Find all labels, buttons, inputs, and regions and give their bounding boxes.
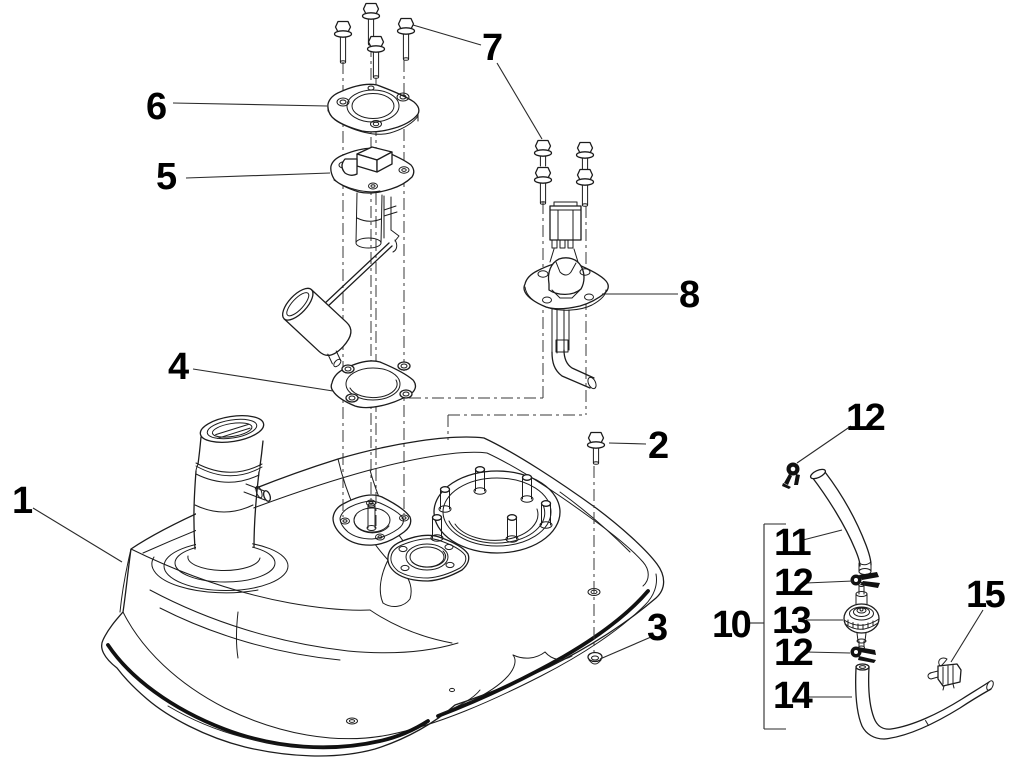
hose-clip-top <box>782 462 800 489</box>
pump-opening <box>332 494 412 546</box>
callout-label-6: 6 <box>146 86 166 128</box>
fuel-filter <box>843 582 880 650</box>
callout-label-8: 8 <box>679 274 699 316</box>
fuel-level-sender <box>523 201 609 390</box>
stud <box>430 466 553 543</box>
leader-lines <box>32 24 984 730</box>
callout-label-15: 15 <box>966 574 1006 616</box>
gasket <box>330 360 417 409</box>
callout-label-13: 13 <box>772 600 811 642</box>
flange-plate <box>327 83 420 135</box>
sender-opening <box>387 534 470 582</box>
fuel-tank <box>101 415 665 757</box>
callout-label-1: 1 <box>12 480 33 522</box>
tank-screw <box>586 431 606 465</box>
callout-label-7: 7 <box>482 27 502 69</box>
flange-bolts <box>333 2 595 207</box>
fuel-pump <box>281 192 400 368</box>
grommet <box>587 651 603 665</box>
hose-clip-low <box>850 646 876 663</box>
callout-label-12-mid: 12 <box>774 562 813 604</box>
callout-label-2: 2 <box>648 425 668 467</box>
main-opening <box>430 466 561 554</box>
callout-label-11: 11 <box>774 522 812 564</box>
callout-label-14: 14 <box>773 675 813 717</box>
group-bracket <box>763 523 786 730</box>
retaining-clip <box>927 657 962 691</box>
breather-hose <box>809 468 872 575</box>
float-arm <box>322 242 393 309</box>
callout-label-12-low: 12 <box>774 632 813 674</box>
hose-clip-mid <box>850 572 880 588</box>
callout-label-4: 4 <box>168 346 189 388</box>
callout-labels: 1 2 3 4 5 6 7 8 10 11 12 12 13 12 14 15 <box>12 27 1008 717</box>
filler-neck <box>187 415 272 572</box>
float <box>281 287 352 368</box>
callout-label-12-top: 12 <box>846 397 885 439</box>
fuel-hose <box>855 663 994 740</box>
callout-label-10: 10 <box>712 604 751 646</box>
callout-label-5: 5 <box>156 156 177 198</box>
pump-connector <box>341 146 393 176</box>
pump-plate <box>330 146 415 194</box>
callout-label-3: 3 <box>647 607 667 649</box>
